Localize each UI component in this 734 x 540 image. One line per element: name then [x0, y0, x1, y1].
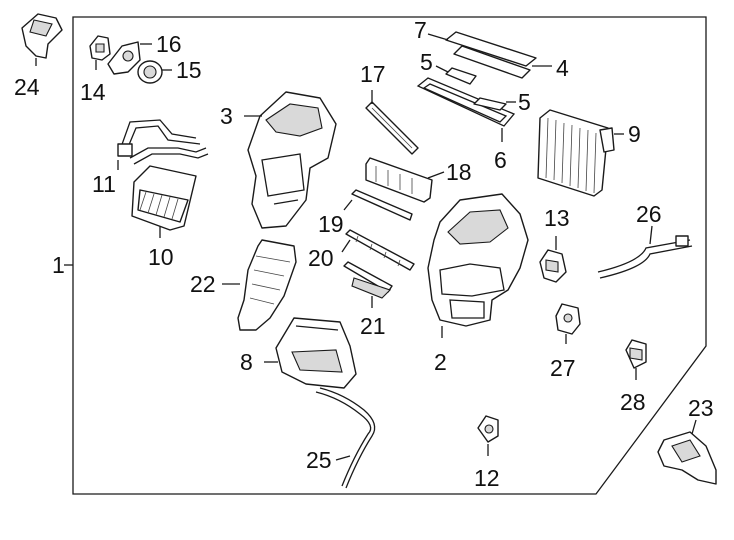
callout-9: 9 — [628, 121, 641, 147]
callout-25: 25 — [306, 447, 332, 473]
callout-2: 2 — [434, 349, 447, 375]
part-10-heater-core: 10 — [131, 165, 197, 270]
part-12-clip: 12 — [474, 415, 500, 491]
callout-20: 20 — [308, 245, 334, 271]
part-2-housing: 2 — [427, 193, 529, 375]
callout-17: 17 — [360, 61, 386, 87]
part-28-connector: 28 — [620, 339, 647, 415]
part-15-motor: 15 — [137, 57, 202, 84]
part-24-bracket: 24 — [14, 13, 63, 100]
assembly-boundary — [72, 16, 707, 495]
part-11-pipes: 11 — [92, 119, 209, 197]
part-6-frame: 6 — [416, 77, 516, 173]
part-22-duct: 22 — [190, 239, 297, 331]
callout-13: 13 — [544, 205, 570, 231]
part-7-seal: 7 — [414, 17, 537, 67]
callout-19: 19 — [318, 211, 344, 237]
callout-22: 22 — [190, 271, 216, 297]
callout-23: 23 — [688, 395, 714, 421]
callout-5b: 5 — [518, 89, 531, 115]
callout-3: 3 — [220, 103, 233, 129]
callout-28: 28 — [620, 389, 646, 415]
part-5-gasket-a: 5 — [420, 49, 477, 85]
part-4-seal: 4 — [453, 45, 569, 81]
part-9-evaporator: 9 — [537, 109, 641, 197]
callout-16: 16 — [156, 31, 182, 57]
callout-26: 26 — [636, 201, 662, 227]
part-13-sensor: 13 — [539, 205, 570, 283]
part-26-hose: 26 — [597, 201, 693, 279]
callout-6: 6 — [494, 147, 507, 173]
part-8-case: 8 — [240, 317, 357, 389]
part-17-rod: 17 — [360, 61, 419, 155]
part-19-rod: 19 — [318, 189, 413, 237]
callout-10: 10 — [148, 244, 174, 270]
part-18-door: 18 — [365, 157, 472, 203]
callout-11: 11 — [92, 171, 116, 197]
callout-7: 7 — [414, 17, 427, 43]
callout-27: 27 — [550, 355, 576, 381]
part-3-housing: 3 — [220, 91, 337, 229]
part-20-rod: 20 — [308, 229, 415, 271]
callout-14: 14 — [80, 79, 106, 105]
part-16-actuator: 16 — [107, 31, 182, 75]
part-14-actuator: 14 — [80, 35, 111, 105]
callout-12: 12 — [474, 465, 500, 491]
callout-4: 4 — [556, 55, 569, 81]
callout-5a: 5 — [420, 49, 433, 75]
callout-21: 21 — [360, 313, 386, 339]
part-23-duct: 23 — [657, 395, 717, 485]
part-27-clip: 27 — [550, 303, 581, 381]
part-21-plate: 21 — [343, 261, 393, 339]
callout-8: 8 — [240, 349, 253, 375]
callout-18: 18 — [446, 159, 472, 185]
part-5-gasket-b: 5 — [473, 89, 531, 115]
callout-15: 15 — [176, 57, 202, 83]
callout-1: 1 — [52, 252, 65, 278]
part-25-hose: 25 — [306, 387, 376, 489]
callout-24: 24 — [14, 74, 40, 100]
